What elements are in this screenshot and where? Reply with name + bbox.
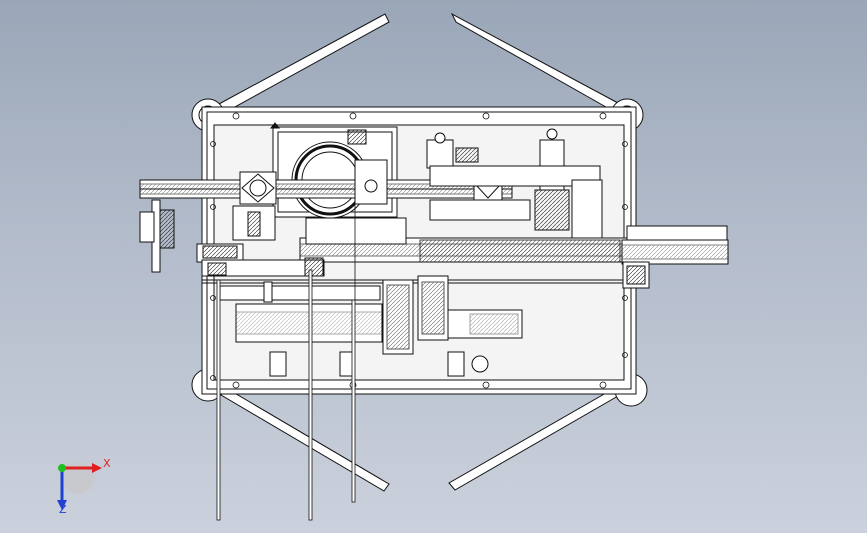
strut-top-left <box>218 13 390 114</box>
right-modules[interactable] <box>426 128 603 239</box>
axis-triad <box>48 452 118 516</box>
strut-top-right <box>450 12 619 112</box>
z-axis-label: Z <box>59 503 67 516</box>
x-axis-label: X <box>103 457 111 470</box>
left-bracket <box>139 199 276 273</box>
mounting-holes <box>210 112 628 389</box>
shafts <box>216 205 356 521</box>
outfeed-conveyor[interactable] <box>621 225 729 289</box>
strut-bottom-right <box>448 388 619 491</box>
clamp-assembly[interactable] <box>382 275 523 355</box>
bottom-brackets <box>269 351 489 377</box>
strut-bottom-left <box>220 387 390 492</box>
